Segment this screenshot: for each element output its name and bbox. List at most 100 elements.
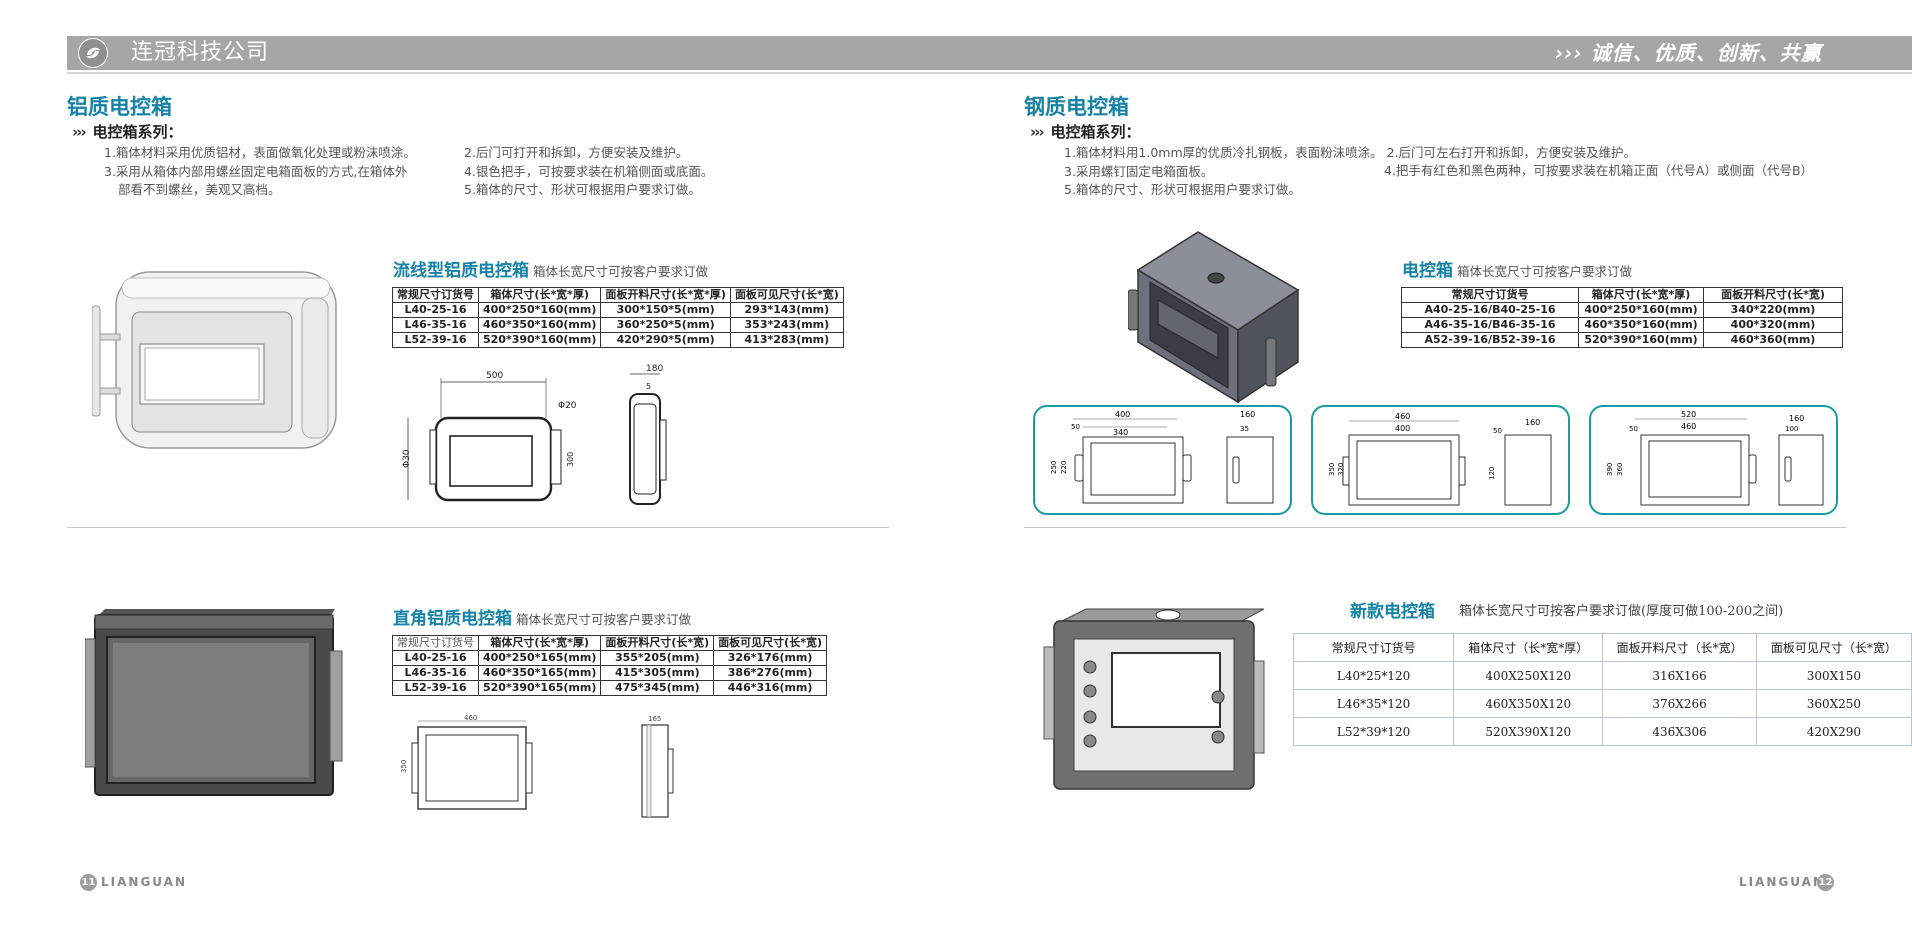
table-cell: A52-39-16/B52-39-16 <box>1401 332 1579 348</box>
steel-table-title: 电控箱箱体长宽尺寸可按客户要求订做 <box>1402 256 1632 281</box>
newbox-note: 箱体长宽尺寸可按客户要求订做(厚度可做100-200之间) <box>1459 604 1784 619</box>
header-bar <box>67 36 1912 70</box>
dim-iw: 400 <box>1395 424 1410 433</box>
table-cell: 475*345(mm) <box>600 680 715 696</box>
table-cell: 460*360(mm) <box>1703 332 1843 348</box>
table-header-cell: 面板开料尺寸(长*宽) <box>600 635 715 651</box>
dim-phi2: Φ30 <box>402 449 412 468</box>
table-header-cell: 箱体尺寸(长*宽*厚) <box>477 635 602 651</box>
dim-s: 120 <box>1488 467 1496 480</box>
table-header-cell: 箱体尺寸(长*宽*厚) <box>1578 287 1704 303</box>
streamline-spec-table: 常规尺寸订货号 箱体尺寸(长*宽*厚) 面板开料尺寸(长*宽*厚) 面板可见尺寸… <box>392 287 844 348</box>
feature-line: 4.银色把手，可按要求装在机箱侧面或底面。 <box>464 163 714 179</box>
right-feature-4: 4.把手有红色和黑色两种，可按要求装在机箱正面（代号A）或侧面（代号B） <box>1384 163 1814 178</box>
table-row: L40-25-16 400*250*160(mm) 300*150*5(mm) … <box>392 302 844 318</box>
rightangle-side-drawing: 165 <box>634 715 684 829</box>
table-header-cell: 常规尺寸订货号 <box>392 635 479 651</box>
rightangle-table-title: 直角铝质电控箱箱体长宽尺寸可按客户要求订做 <box>393 604 691 629</box>
table-row: A52-39-16/B52-39-16 520*390*160(mm) 460*… <box>1401 332 1843 348</box>
table-row: L52-39-16 520*390*165(mm) 475*345(mm) 44… <box>392 680 827 696</box>
table-cell: 376X266 <box>1602 689 1757 718</box>
table-cell: 360*250*5(mm) <box>600 317 731 333</box>
table-row: L52*39*120 520X390X120 436X306 420X290 <box>1292 717 1912 746</box>
feature-line: 5.箱体的尺寸、形状可根据用户要求订做。 <box>1064 182 1301 197</box>
right-series-label: 电控箱系列： <box>1050 123 1141 141</box>
table-cell: 360X250 <box>1755 689 1912 718</box>
table-header-cell: 常规尺寸订货号 <box>1292 633 1455 662</box>
feature-line: 部看不到螺丝，美观又高档。 <box>118 182 281 197</box>
streamline-title: 流线型铝质电控箱 <box>393 261 529 281</box>
table-header-cell: 面板开料尺寸（长*宽） <box>1602 633 1757 662</box>
dim-m: 50 <box>1629 425 1638 433</box>
dim-height: 350 <box>400 760 408 773</box>
feature-line: 1.箱体材料采用优质铝材，表面做氧化处理或粉沫喷涂。 <box>104 145 416 160</box>
table-cell: L40-25-16 <box>392 650 479 666</box>
table-cell: 520*390*160(mm) <box>1578 332 1704 348</box>
streamline-table-title: 流线型铝质电控箱箱体长宽尺寸可按客户要求订做 <box>393 256 708 281</box>
table-cell: A40-25-16/B40-25-16 <box>1401 302 1579 318</box>
table-header-cell: 常规尺寸订货号 <box>392 287 479 303</box>
dim-h: 350 <box>1328 463 1336 476</box>
dim-width: 500 <box>486 371 503 381</box>
streamline-side-drawing: 180 5 <box>620 364 680 513</box>
left-features-col1: 1.箱体材料采用优质铝材，表面做氧化处理或粉沫喷涂。 3.采用从箱体内部用螺丝固… <box>104 144 416 200</box>
dim-iw: 460 <box>1681 422 1696 431</box>
table-row: L52-39-16 520*390*160(mm) 420*290*5(mm) … <box>392 332 844 348</box>
table-header-row: 常规尺寸订货号 箱体尺寸（长*宽*厚） 面板开料尺寸（长*宽） 面板可见尺寸（长… <box>1292 633 1912 662</box>
steel-spec-table: 常规尺寸订货号 箱体尺寸(长*宽*厚) 面板开料尺寸(长*宽) A40-25-1… <box>1401 287 1843 348</box>
company-name: 连冠科技公司 <box>131 40 270 65</box>
table-cell: L52*39*120 <box>1292 717 1455 746</box>
table-cell: 446*316(mm) <box>713 680 827 696</box>
newbox-spec-table: 常规尺寸订货号 箱体尺寸（长*宽*厚） 面板开料尺寸（长*宽） 面板可见尺寸（长… <box>1292 633 1912 746</box>
table-header-cell: 面板开料尺寸(长*宽*厚) <box>600 287 731 303</box>
table-cell: 400*250*160(mm) <box>477 302 602 318</box>
streamline-front-drawing: 500 Φ20 Φ30 300 <box>396 368 577 512</box>
dim-ih: 360 <box>1616 463 1624 476</box>
table-row: A46-35-16/B46-35-16 460*350*160(mm) 400*… <box>1401 317 1843 333</box>
table-cell: 400*250*160(mm) <box>1578 302 1704 318</box>
dim-w: 460 <box>1395 412 1410 421</box>
feature-line: 3.采用螺钉固定电箱面板。 <box>1064 163 1214 179</box>
dim-ih: 220 <box>1060 461 1068 474</box>
rightangle-spec-table: 常规尺寸订货号 箱体尺寸(长*宽*厚) 面板开料尺寸(长*宽) 面板可见尺寸(长… <box>392 635 827 696</box>
rightangle-title: 直角铝质电控箱 <box>393 609 512 629</box>
dim-s: 100 <box>1785 425 1798 433</box>
table-cell: 436X306 <box>1602 717 1757 746</box>
slogan-arrows: ››› <box>1555 41 1583 65</box>
left-series-arrows: ››› <box>72 123 86 141</box>
table-cell: 400*250*165(mm) <box>477 650 602 666</box>
dim-h: 250 <box>1050 461 1058 474</box>
right-section-title: 钢质电控箱 <box>1024 95 1129 119</box>
table-cell: L46*35*120 <box>1292 689 1455 718</box>
steel-note: 箱体长宽尺寸可按客户要求订做 <box>1457 264 1633 279</box>
table-cell: L40-25-16 <box>392 302 479 318</box>
newbox-image <box>1042 605 1282 799</box>
table-cell: L46-35-16 <box>392 665 479 681</box>
table-header-cell: 箱体尺寸(长*宽*厚) <box>477 287 602 303</box>
table-cell: 415*305(mm) <box>600 665 715 681</box>
table-row: L46-35-16 460*350*165(mm) 415*305(mm) 38… <box>392 665 827 681</box>
streamline-note: 箱体长宽尺寸可按客户要求订做 <box>533 264 709 279</box>
streamline-box-image <box>91 268 342 472</box>
table-cell: 326*176(mm) <box>713 650 827 666</box>
table-header-row: 常规尺寸订货号 箱体尺寸(长*宽*厚) 面板开料尺寸(长*宽) <box>1401 287 1843 303</box>
table-cell: 400*320(mm) <box>1703 317 1843 333</box>
dim-iw: 340 <box>1113 428 1128 437</box>
left-series-heading: ›››电控箱系列： <box>72 121 183 142</box>
feature-line: 2.后门可打开和拆卸，方便安装及维护。 <box>464 145 689 160</box>
rightangle-box-image <box>84 605 345 804</box>
left-page-number: 11 <box>80 874 97 891</box>
table-header-cell: 面板可见尺寸（长*宽） <box>1755 633 1912 662</box>
table-header-row: 常规尺寸订货号 箱体尺寸(长*宽*厚) 面板开料尺寸(长*宽) 面板可见尺寸(长… <box>392 635 827 651</box>
dim-d: 160 <box>1789 414 1804 423</box>
right-footer-brand: LIANGUAN <box>1739 875 1825 889</box>
right-series-heading: ››› 电控箱系列： <box>1030 121 1141 142</box>
right-series-arrows: ››› <box>1030 123 1044 141</box>
dim-ih: 320 <box>1337 463 1345 476</box>
table-cell: 400X250X120 <box>1453 661 1604 690</box>
steel-box-image <box>1127 230 1303 409</box>
rightangle-front-drawing: 460 350 <box>396 714 546 829</box>
slogan: ››› 诚信、优质、创新、共赢 <box>1555 38 1822 68</box>
table-header-cell: 面板开料尺寸(长*宽) <box>1703 287 1843 303</box>
dim-thick: 5 <box>646 382 651 391</box>
